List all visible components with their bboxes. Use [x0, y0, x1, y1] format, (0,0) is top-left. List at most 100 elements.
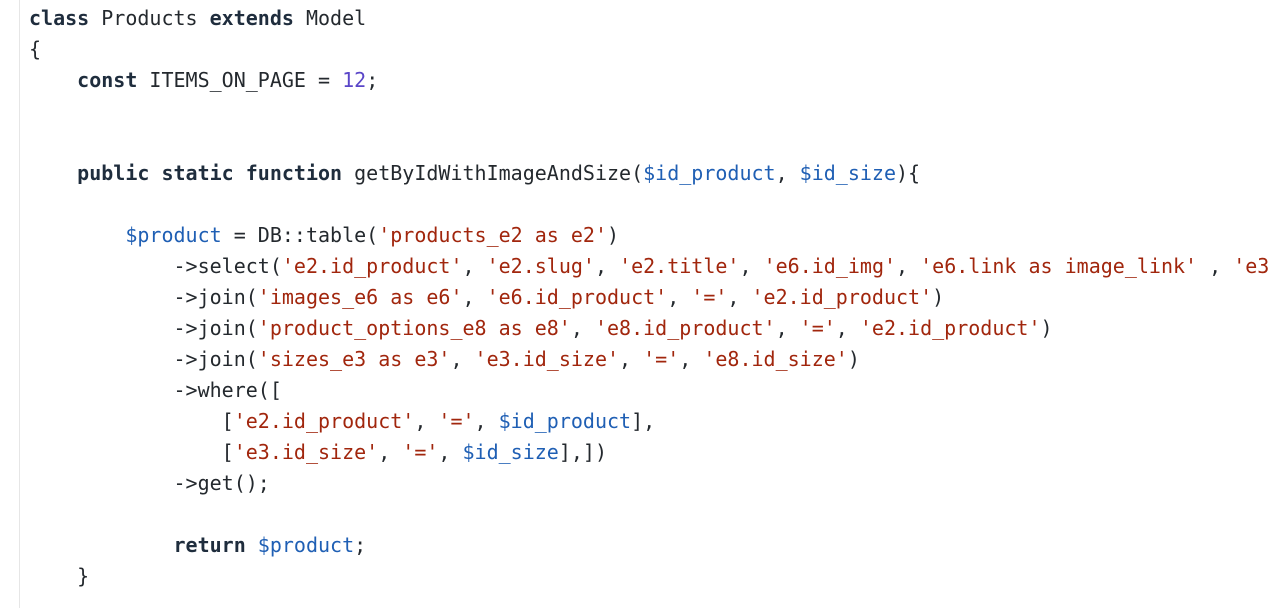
code-text: = DB::table(	[221, 223, 379, 247]
string-token: 'e2.id_product'	[751, 285, 933, 309]
code-text: ,	[727, 285, 752, 309]
code-text: ,	[679, 347, 704, 371]
string-token: 'products_e2 as e2'	[378, 223, 607, 247]
string-token: 'e2.id_product'	[281, 254, 463, 278]
code-text: ,	[462, 254, 487, 278]
code-text: ,	[438, 440, 463, 464]
code-text: Model	[293, 6, 367, 30]
keyword-token: extends	[209, 6, 294, 30]
code-line: ​	[29, 189, 1269, 220]
code-text: ,	[594, 254, 620, 278]
string-token: 'e8.id_size'	[703, 347, 848, 371]
keyword-token: class	[29, 6, 90, 30]
keyword-token: public static function	[77, 161, 343, 185]
variable-token: $product	[125, 223, 222, 247]
code-line: ['e2.id_product', '=', $id_product],	[29, 406, 1269, 437]
code-text: )	[606, 223, 620, 247]
code-text: ,	[450, 347, 475, 371]
code-line: }	[29, 561, 1269, 592]
string-token: '='	[691, 285, 728, 309]
gutter-divider	[19, 0, 20, 608]
code-line: $product = DB::table('products_e2 as e2'…	[29, 220, 1269, 251]
code-line: ->join('images_e6 as e6', 'e6.id_product…	[29, 282, 1269, 313]
string-token: 'e2.id_product'	[859, 316, 1041, 340]
code-text	[29, 68, 77, 92]
string-token: 'product_options_e8 as e8'	[257, 316, 571, 340]
code-text: [	[29, 409, 234, 433]
code-line: const ITEMS_ON_PAGE = 12;	[29, 65, 1269, 96]
string-token: 'e2.slug'	[486, 254, 595, 278]
keyword-token: return	[173, 533, 246, 557]
string-token: 'images_e6 as e6'	[257, 285, 463, 309]
code-text: ->select(	[29, 254, 282, 278]
string-token: '='	[643, 347, 680, 371]
variable-token: $id_size	[462, 440, 559, 464]
code-text: ,	[775, 316, 800, 340]
code-text: )	[1040, 316, 1053, 340]
code-text: ,	[414, 409, 439, 433]
keyword-token: const	[77, 68, 138, 92]
code-text: ],	[631, 409, 656, 433]
code-text	[29, 223, 125, 247]
code-text: ,	[570, 316, 595, 340]
code-line: ['e3.id_size', '=', $id_size],])	[29, 437, 1269, 468]
code-text: ITEMS_ON_PAGE =	[137, 68, 343, 92]
code-line: public static function getByIdWithImageA…	[29, 158, 1269, 189]
variable-token: $id_size	[799, 161, 896, 185]
string-token: 'e8.id_product'	[594, 316, 776, 340]
code-line: ​	[29, 96, 1269, 127]
code-text: ->join(	[29, 347, 258, 371]
string-token: '='	[799, 316, 836, 340]
code-text	[29, 533, 174, 557]
string-token: 'e6.id_product'	[486, 285, 668, 309]
string-token: '='	[402, 440, 439, 464]
code-text: ,	[619, 347, 644, 371]
code-text: ->join(	[29, 285, 258, 309]
code-text: ){	[895, 161, 921, 185]
code-text: ,	[462, 285, 487, 309]
string-token: 'e2.title'	[619, 254, 740, 278]
string-token: 'e3	[1233, 254, 1270, 278]
code-line: return $product;	[29, 530, 1269, 561]
code-text	[246, 533, 258, 557]
code-text: ],])	[558, 440, 608, 464]
code-text: ,	[667, 285, 692, 309]
code-line: ->join('product_options_e8 as e8', 'e8.i…	[29, 313, 1269, 344]
code-line: ​	[29, 499, 1269, 530]
code-text: Products	[89, 6, 210, 30]
code-line: ->where([	[29, 375, 1269, 406]
variable-token: $id_product	[643, 161, 776, 185]
code-text	[29, 161, 77, 185]
code-line: ​	[29, 127, 1269, 158]
string-token: 'e3.id_size'	[474, 347, 620, 371]
code-text: ,	[835, 316, 860, 340]
string-token: 'e3.id_size'	[233, 440, 379, 464]
code-text: ->where([	[29, 378, 282, 402]
string-token: 'e6.id_img'	[763, 254, 897, 278]
code-text: {	[29, 37, 42, 61]
code-text: ,	[775, 161, 800, 185]
variable-token: $id_product	[498, 409, 632, 433]
variable-token: $product	[257, 533, 355, 557]
number-token: 12	[342, 68, 367, 92]
code-text: )	[847, 347, 860, 371]
code-text: ->join(	[29, 316, 258, 340]
string-token: 'e2.id_product'	[233, 409, 415, 433]
code-line: ->select('e2.id_product', 'e2.slug', 'e2…	[29, 251, 1269, 282]
code-text: ,	[739, 254, 764, 278]
code-text: ,	[896, 254, 921, 278]
code-text: ,	[378, 440, 403, 464]
code-text: ,	[474, 409, 499, 433]
code-text: }	[29, 564, 90, 588]
code-text: ;	[366, 68, 379, 92]
string-token: 'e6.link as image_link'	[920, 254, 1198, 278]
string-token: '='	[438, 409, 475, 433]
code-line: ->join('sizes_e3 as e3', 'e3.id_size', '…	[29, 344, 1269, 375]
code-text: ,	[1197, 254, 1234, 278]
code-text: ;	[354, 533, 367, 557]
code-line: ->get();	[29, 468, 1269, 499]
code-block[interactable]: class Products extends Model { const ITEM…	[29, 3, 1269, 592]
code-text: [	[29, 440, 234, 464]
string-token: 'sizes_e3 as e3'	[257, 347, 451, 371]
